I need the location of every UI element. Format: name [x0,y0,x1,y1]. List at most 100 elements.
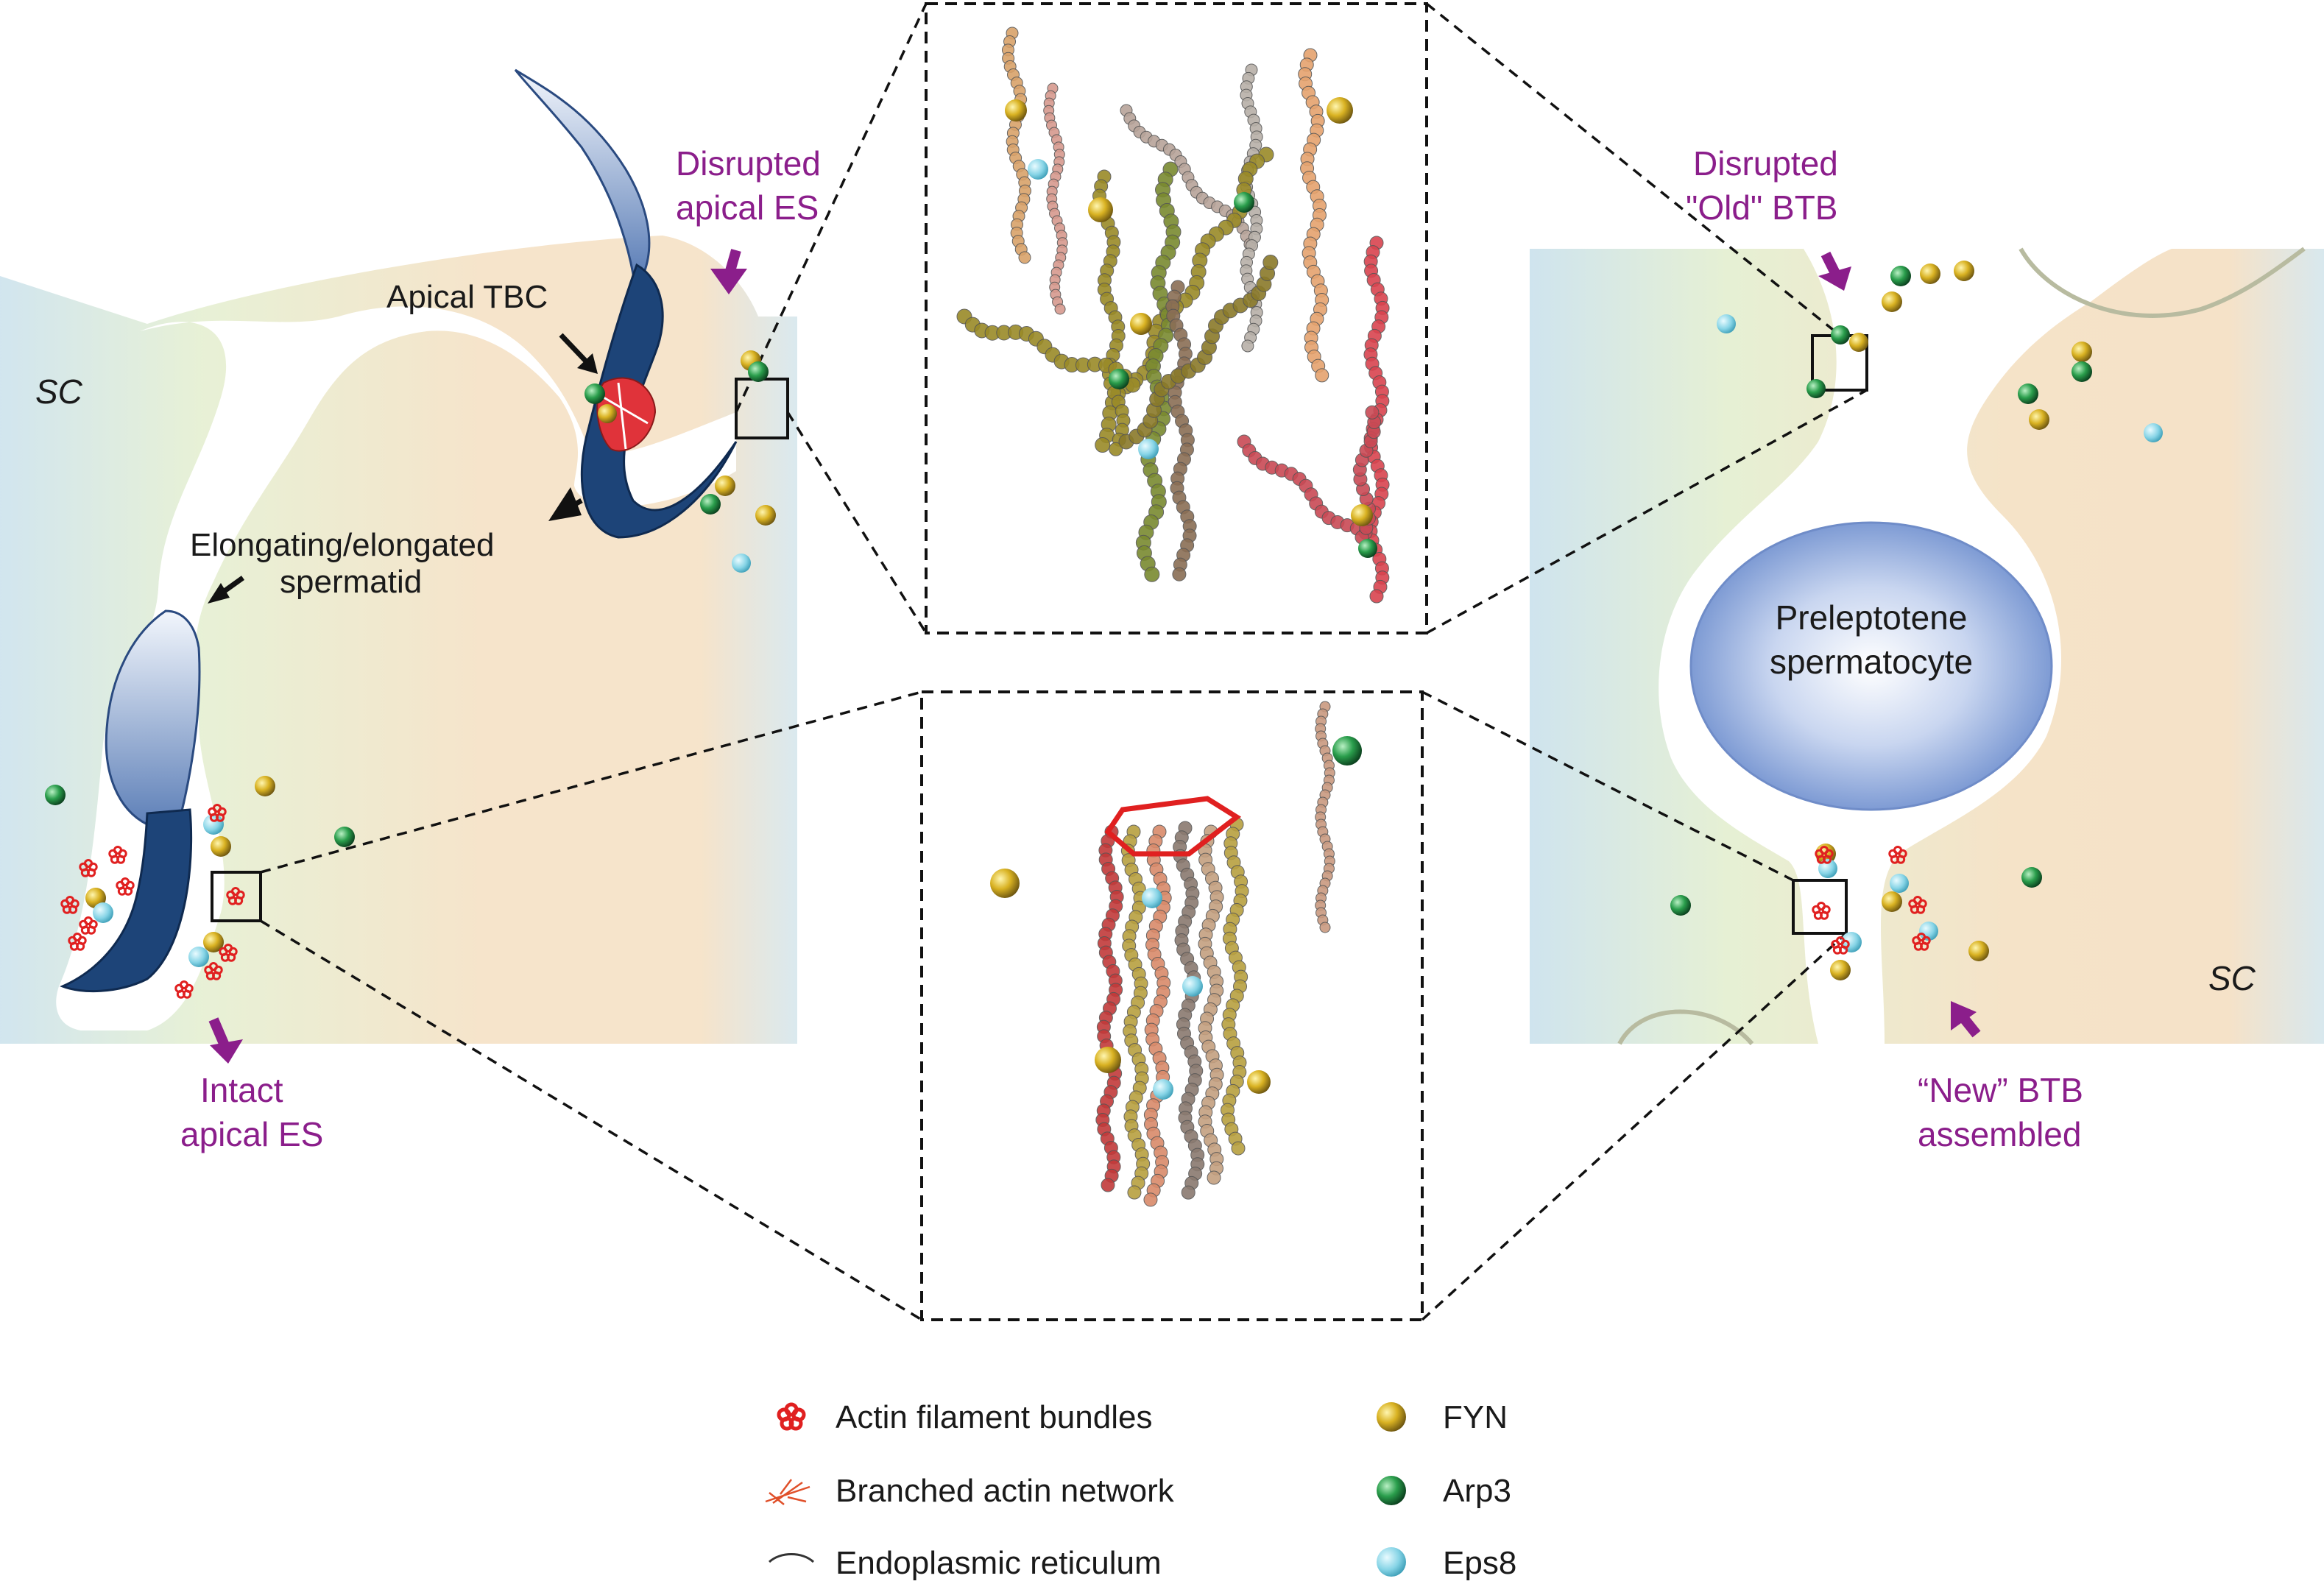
old-btb-label-line2: "Old" BTB [1686,188,1837,227]
disrupted-es-label-line1: Disrupted [676,144,821,183]
eps8-dot [1890,874,1909,893]
legend-fyn: FYN [1443,1399,1508,1435]
preleptotene-spermatocyte-nucleus [1689,521,2053,811]
sc-label-left: SC [35,372,83,411]
arp3-dot [1358,539,1377,558]
fyn-dot [1882,291,1902,312]
actin-bundle-mark [1912,932,1931,951]
actin-filament [1120,824,1151,1200]
top-inset-box [925,2,1428,634]
eps8-dot [1717,314,1736,333]
actin-bundle-mark [219,943,238,962]
fyn-dot [255,776,275,796]
arp3-dot [2021,867,2042,888]
fyn-dot [2029,409,2049,430]
fyn-dot [1088,197,1113,222]
branched-lines-icon [765,1479,810,1505]
eps8-dot [1028,159,1048,180]
actin-bundle-mark [204,961,223,980]
actin-filament [1120,104,1257,251]
eps8-dot [732,554,751,573]
actin-bundle-mark [79,916,98,935]
fyn-dot [990,869,1020,898]
bottom-spermatid-head [60,808,193,993]
spermatid-label-line1: Elongating/elongated [190,527,494,563]
actin-filament [1315,701,1335,933]
spermatid-label-line2: spermatid [280,564,422,600]
fyn-dot [598,404,617,423]
fyn-dot [1882,891,1902,912]
new-btb-label-line2: assembled [1918,1115,2081,1153]
actin-filament [1001,26,1032,264]
top-right-arc [2019,247,2306,318]
protein-markers [45,97,2163,1100]
eps8-dot [1142,888,1162,908]
old-btb-label-line1: Disrupted [1693,144,1838,183]
actin-filament-inset-art [956,26,1390,1207]
legend: Actin filament bundles Branched actin ne… [765,1399,1516,1581]
eps8-dot [1182,976,1203,997]
arp3-dot [334,827,355,847]
actin-bundle-mark [1812,901,1831,920]
actin-filament [1043,82,1068,315]
new-btb-label-line1: “New” BTB [1918,1071,2083,1109]
fyn-dot [1920,264,1940,284]
apical-tbc-label: Apical TBC [386,279,548,315]
green-sphere-icon [1377,1476,1406,1505]
bottom-inset-box [920,690,1424,1321]
arp3-dot [1332,736,1362,766]
pointer-arrows [208,249,1981,1064]
eps8-dot [203,814,224,835]
actin-filament [1173,821,1205,1200]
arp3-dot [1670,895,1691,916]
actin-filament [1298,48,1329,383]
fyn-dot [203,932,224,952]
actin-bundle-hexagon [1104,796,1242,857]
apical-tbc [596,377,657,452]
actin-bundle-mark [68,932,87,951]
actin-bundle-mark [1815,845,1834,864]
eps8-dot [2144,423,2163,442]
flower-ring-icon [777,1402,806,1431]
right-panel [1530,247,2324,1045]
actin-filament [1237,434,1373,540]
disrupted-es-label-line2: apical ES [676,188,819,227]
new-btb-zoom-box [1792,879,1848,935]
actin-bundle-mark [79,858,98,877]
actin-filament [1118,255,1279,450]
fyn-dot [2072,342,2092,362]
fyn-dot [1005,99,1027,121]
actin-bundle-mark [226,886,245,905]
fyn-dot [1968,941,1989,961]
cyan-sphere-icon [1377,1547,1406,1577]
fyn-dot [1130,313,1152,335]
left-panel [0,68,797,1044]
actin-filament [1221,817,1249,1156]
actin-bundle-mark [116,877,135,896]
actin-filament [1165,280,1197,581]
legend-actin-bundles: Actin filament bundles [836,1399,1152,1435]
fyn-dot [1954,261,1974,281]
intact-es-label-line1: Intact [200,1071,283,1109]
legend-er: Endoplasmic reticulum [836,1545,1162,1581]
fyn-dot [1247,1070,1271,1094]
eps8-dot [93,902,113,923]
arc-icon [768,1553,815,1563]
fyn-dot [715,475,735,496]
spermatocyte-label-line1: Preleptotene [1776,598,1968,637]
legend-branched-actin: Branched actin network [836,1473,1175,1509]
actin-bundle-mark [1831,936,1850,955]
arp3-dot [584,383,605,404]
spermatocyte-label-line2: spermatocyte [1770,643,1973,681]
actin-bundle-mark [208,803,227,822]
actin-bundle-mark [60,895,80,914]
arp3-dot [1806,379,1826,398]
eps8-dot [1818,859,1837,878]
gold-sphere-icon [1377,1402,1406,1432]
sc-label-right: SC [2208,959,2256,997]
legend-arp3: Arp3 [1443,1473,1511,1509]
bottom-arc [1617,1009,1754,1045]
eps8-dot [1138,439,1159,459]
eps8-dot [188,947,209,967]
arp3-dot [1109,369,1129,389]
